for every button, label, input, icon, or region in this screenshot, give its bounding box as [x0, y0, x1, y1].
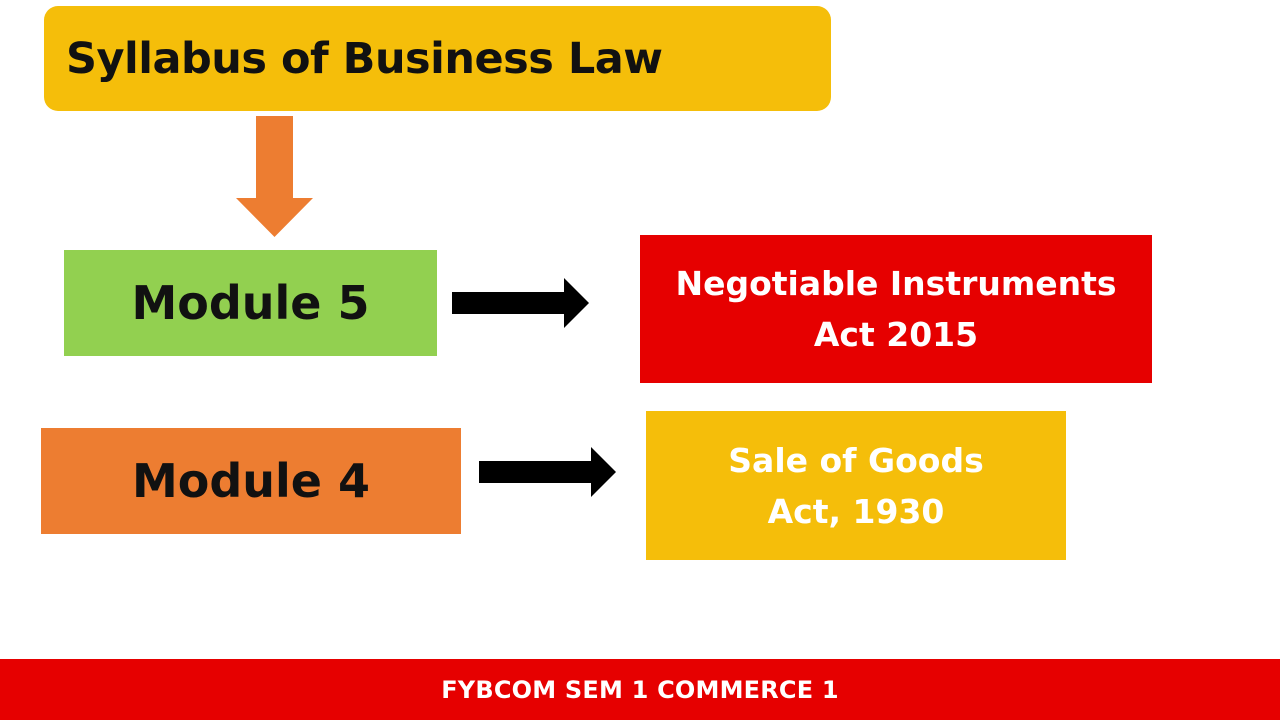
down-arrow-icon [236, 116, 313, 237]
sale-of-goods-act-label: Sale of Goods Act, 1930 [728, 440, 984, 531]
footer-bar: FYBCOM SEM 1 COMMERCE 1 [0, 659, 1280, 720]
module-4-box: Module 4 [41, 428, 461, 534]
title-box: Syllabus of Business Law [44, 6, 831, 111]
module-5-label: Module 5 [131, 276, 370, 330]
right-arrow-icon [479, 447, 616, 497]
negotiable-instruments-act-box: Negotiable Instruments Act 2015 [640, 235, 1152, 383]
slide-title: Syllabus of Business Law [66, 33, 663, 84]
footer-text: FYBCOM SEM 1 COMMERCE 1 [441, 675, 839, 704]
negotiable-instruments-act-label: Negotiable Instruments Act 2015 [675, 264, 1117, 354]
module-5-box: Module 5 [64, 250, 437, 356]
right-arrow-icon [452, 278, 589, 328]
module-4-label: Module 4 [131, 454, 371, 508]
sale-of-goods-act-box: Sale of Goods Act, 1930 [646, 411, 1066, 560]
